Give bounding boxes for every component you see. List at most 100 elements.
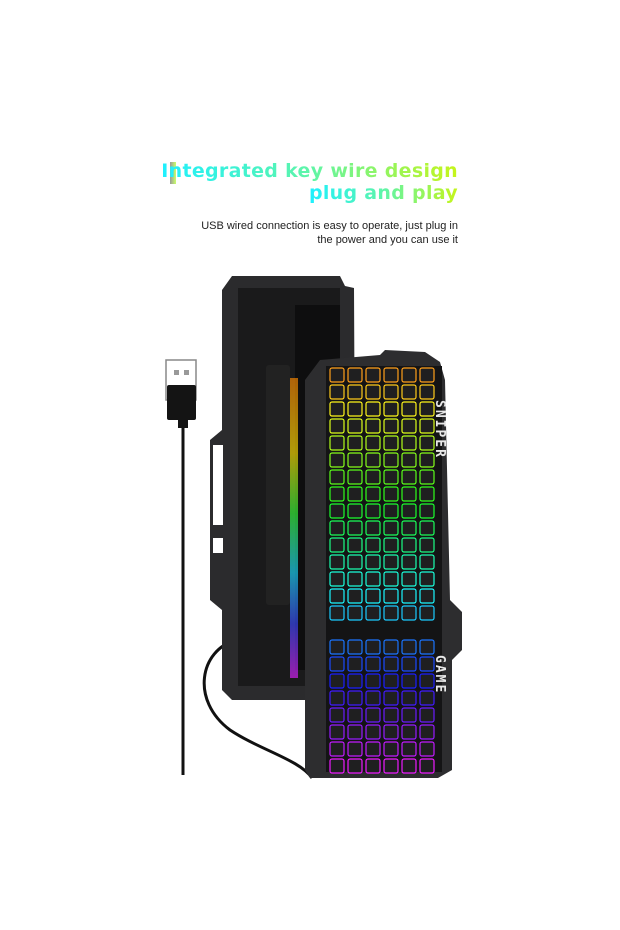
- keycap: [401, 503, 417, 519]
- keycap: [419, 503, 435, 519]
- keycap: [419, 418, 435, 434]
- keycap: [329, 758, 345, 774]
- keycap: [347, 588, 363, 604]
- keycap: [419, 435, 435, 451]
- keycap: [365, 554, 381, 570]
- keycap: [329, 486, 345, 502]
- keycap: [365, 503, 381, 519]
- keycap: [329, 707, 345, 723]
- keycap: [401, 707, 417, 723]
- keycap: [347, 520, 363, 536]
- keycap: [383, 486, 399, 502]
- keycap: [419, 401, 435, 417]
- keycap: [383, 520, 399, 536]
- keycap: [419, 520, 435, 536]
- keycap: [383, 707, 399, 723]
- keycap: [383, 384, 399, 400]
- keycap: [347, 503, 363, 519]
- keycap: [419, 639, 435, 655]
- keycap: [365, 367, 381, 383]
- keycap: [383, 418, 399, 434]
- keycap: [347, 741, 363, 757]
- keycap: [365, 469, 381, 485]
- keycap: [383, 741, 399, 757]
- keycap: [329, 435, 345, 451]
- keycap: [365, 537, 381, 553]
- logo-game: GAME: [432, 655, 447, 694]
- keycap: [419, 469, 435, 485]
- keycap: [401, 469, 417, 485]
- keycap: [419, 707, 435, 723]
- keycap: [365, 605, 381, 621]
- keycap: [365, 452, 381, 468]
- keycap: [347, 537, 363, 553]
- keycap: [401, 656, 417, 672]
- keycap: [365, 656, 381, 672]
- keycap: [329, 384, 345, 400]
- keycap: [347, 418, 363, 434]
- headline-line-2: plug and play: [308, 182, 458, 204]
- keycap: [419, 656, 435, 672]
- keycap: [329, 741, 345, 757]
- keycap: [401, 758, 417, 774]
- keycap: [401, 520, 417, 536]
- keycap-grid: [329, 367, 435, 774]
- keycap: [401, 588, 417, 604]
- keycap: [329, 554, 345, 570]
- keycap: [383, 401, 399, 417]
- keycap: [365, 724, 381, 740]
- keycap: [329, 367, 345, 383]
- keycap: [383, 605, 399, 621]
- keycap: [401, 571, 417, 587]
- keycap: [401, 367, 417, 383]
- keycap: [365, 435, 381, 451]
- keycap: [401, 537, 417, 553]
- keycap: [365, 707, 381, 723]
- keycap: [419, 605, 435, 621]
- keycap: [419, 486, 435, 502]
- keycap: [329, 418, 345, 434]
- keycap: [365, 401, 381, 417]
- keycap: [383, 673, 399, 689]
- keycap: [329, 690, 345, 706]
- description-line-2: the power and you can use it: [317, 234, 458, 246]
- keycap: [383, 690, 399, 706]
- keycap: [347, 401, 363, 417]
- keycap: [383, 435, 399, 451]
- keycap: [383, 537, 399, 553]
- keycap: [365, 588, 381, 604]
- keycap: [329, 673, 345, 689]
- keycap: [365, 486, 381, 502]
- keycap: [347, 367, 363, 383]
- keycap: [365, 639, 381, 655]
- keycap: [365, 520, 381, 536]
- keycap: [329, 401, 345, 417]
- keycap: [347, 758, 363, 774]
- keycap: [347, 656, 363, 672]
- keycap: [383, 588, 399, 604]
- keycap: [419, 724, 435, 740]
- keycap: [329, 656, 345, 672]
- keycap: [347, 469, 363, 485]
- keycap: [419, 588, 435, 604]
- keycap: [383, 503, 399, 519]
- keycap: [347, 452, 363, 468]
- keycap: [347, 486, 363, 502]
- keycap: [347, 571, 363, 587]
- keycap: [347, 690, 363, 706]
- keycap: [329, 571, 345, 587]
- keycap: [419, 554, 435, 570]
- keycap: [329, 520, 345, 536]
- logo-sniper: SNIPER: [432, 400, 447, 459]
- keycap: [329, 503, 345, 519]
- keycap: [365, 418, 381, 434]
- keycap: [401, 486, 417, 502]
- keycap: [347, 605, 363, 621]
- keycap: [365, 690, 381, 706]
- keycap: [401, 554, 417, 570]
- keycap: [347, 435, 363, 451]
- keycap: [401, 741, 417, 757]
- keycap: [419, 367, 435, 383]
- usb-plug-housing: [167, 385, 196, 420]
